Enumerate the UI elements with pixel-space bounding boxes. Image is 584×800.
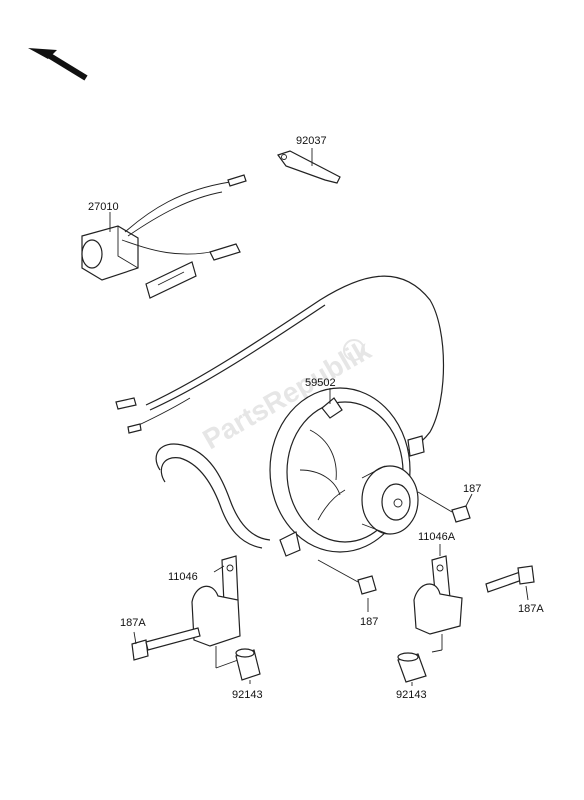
- wiring-harness: [115, 275, 445, 459]
- bolt-187-right: [417, 491, 473, 523]
- fan-59502: [269, 387, 425, 557]
- arrow-up-left-icon: [28, 48, 88, 81]
- label-187A-left: 187A: [120, 617, 146, 629]
- label-187A-right: 187A: [518, 603, 544, 615]
- bolt-187A-right: [485, 565, 535, 601]
- clip-92037: [277, 148, 341, 184]
- bracket-11046A: [413, 544, 463, 653]
- bolt-187A-left: [131, 627, 201, 661]
- spacer-92143-right: [397, 652, 427, 686]
- bolt-187-center: [317, 559, 377, 612]
- label-92143-right: 92143: [396, 689, 427, 701]
- spacer-92143-left: [235, 648, 261, 684]
- switch-27010: [81, 174, 247, 299]
- label-92037: 92037: [296, 135, 327, 147]
- label-59502: 59502: [305, 377, 336, 389]
- label-187-center: 187: [360, 616, 378, 628]
- label-92143-left: 92143: [232, 689, 263, 701]
- bracket-11046: [191, 555, 241, 669]
- label-11046A: 11046A: [418, 531, 456, 543]
- label-187-right: 187: [463, 483, 481, 495]
- label-11046: 11046: [168, 571, 198, 583]
- label-27010: 27010: [88, 201, 119, 213]
- hose: [155, 443, 271, 549]
